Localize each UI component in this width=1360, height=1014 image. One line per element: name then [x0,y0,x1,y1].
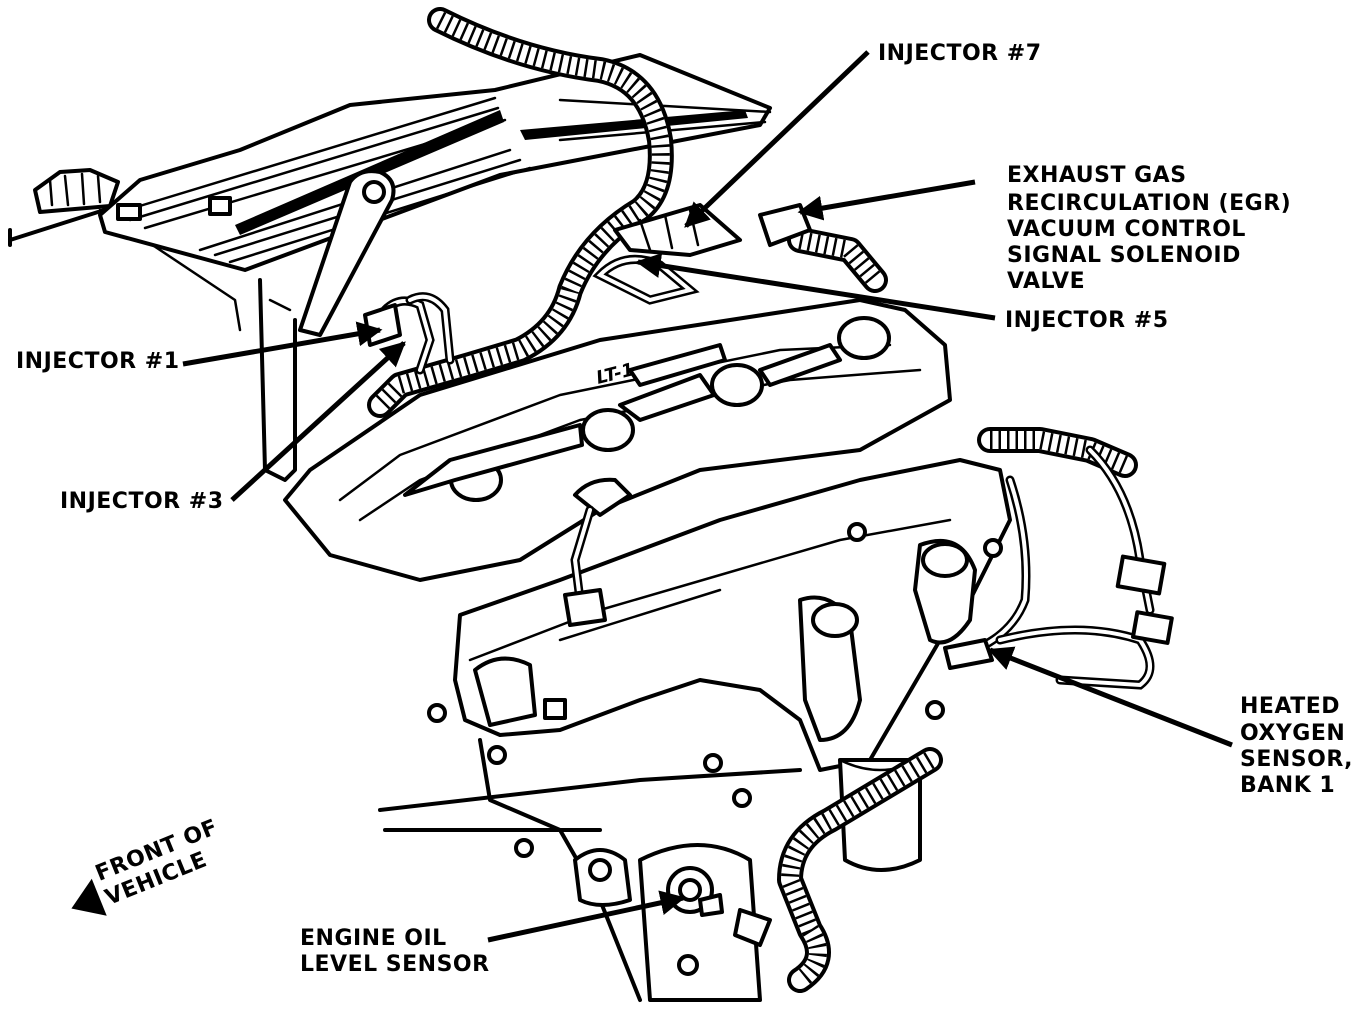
label-injector-7: INJECTOR #7 [878,41,1042,66]
front-of-vehicle-indicator: FRONT OF VEHICLE [71,815,221,916]
label-egr-line-3: VACUUM CONTROL [1007,217,1246,242]
leader-egr [797,179,976,221]
leader-injector-7 [684,50,870,228]
label-injector-3: INJECTOR #3 [60,489,224,514]
oxygen-sensor-assembly [943,445,1174,690]
label-heated-line-2: OXYGEN [1240,721,1345,746]
radiator-cap [33,168,120,214]
support-bracket [298,169,396,337]
exhaust-manifold [427,458,1012,772]
valve-cover: LT-1 [283,298,952,582]
label-heated-line-3: SENSOR, [1240,747,1353,772]
label-egr-line-5: VALVE [1007,269,1085,294]
leader-oil-level [487,890,686,943]
label-heated-oxygen-sensor: HEATED OXYGEN SENSOR, BANK 1 [1240,694,1353,798]
label-egr-line-4: SIGNAL SOLENOID [1007,243,1241,268]
label-egr-valve: EXHAUST GAS RECIRCULATION (EGR) VACUUM C… [1007,163,1291,294]
leader-lines [182,50,1233,943]
label-heated-line-1: HEATED [1240,694,1340,719]
engine-illustration: LT-1 [8,7,1174,1002]
label-injector-5: INJECTOR #5 [1005,308,1169,333]
leader-injector-3 [230,341,406,502]
wiring-harness [367,7,1138,993]
intake-plenum [98,53,772,272]
label-egr-line-2: RECIRCULATION (EGR) [1007,191,1291,216]
leader-injector-5 [635,253,996,321]
label-oil-line-2: LEVEL SENSOR [300,952,490,977]
fuel-line-fitting [563,477,632,627]
label-oil-line-1: ENGINE OIL [300,926,447,951]
leader-heated-oxygen [987,646,1233,748]
label-egr-line-1: EXHAUST GAS [1007,163,1187,188]
oil-level-sensor [698,893,772,947]
label-heated-line-4: BANK 1 [1240,773,1335,798]
leader-injector-1 [182,321,383,367]
label-engine-oil-level-sensor: ENGINE OIL LEVEL SENSOR [300,926,490,977]
label-injector-1: INJECTOR #1 [16,349,180,374]
direction-arrow-icon [71,878,107,916]
